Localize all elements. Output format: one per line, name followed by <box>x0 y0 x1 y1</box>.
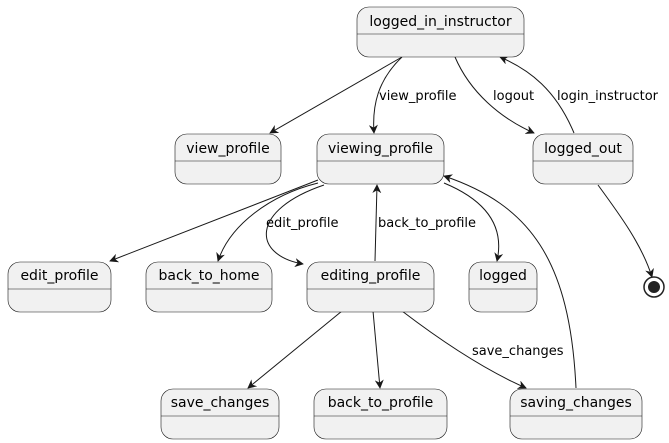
label-edit-profile: edit_profile <box>266 216 339 231</box>
label-save-changes: save_changes <box>472 344 564 359</box>
state-logged-in-instructor: logged_in_instructor <box>356 6 525 58</box>
edge-instructor-to-view-profile <box>269 56 403 134</box>
edge-editing-to-saving-changes <box>401 310 527 389</box>
transitions <box>109 56 654 389</box>
transition-labels: view_profile logout login_instructor edi… <box>266 89 659 359</box>
state-logged: logged <box>468 261 538 313</box>
state-label: logged <box>479 268 527 284</box>
edge-saving-to-viewing-profile <box>443 174 577 389</box>
state-back-to-home: back_to_home <box>145 261 273 313</box>
edge-editing-to-viewing-profile <box>372 184 382 262</box>
state-label: save_changes <box>171 395 270 411</box>
edge-viewing-to-back-to-home <box>216 182 319 262</box>
edge-logged-out-to-final <box>597 184 654 278</box>
edge-viewing-to-edit-profile <box>109 179 319 263</box>
label-view-profile: view_profile <box>379 89 457 104</box>
edge-viewing-to-logged <box>443 182 504 262</box>
state-label: editing_profile <box>321 268 421 284</box>
state-label: view_profile <box>186 141 269 157</box>
label-login-instructor: login_instructor <box>557 89 659 104</box>
state-label: logged_out <box>544 141 622 157</box>
state-label: back_to_profile <box>328 395 434 411</box>
state-label: back_to_home <box>158 268 259 284</box>
state-saving-changes: saving_changes <box>509 388 643 440</box>
state-back-to-profile: back_to_profile <box>313 388 448 440</box>
state-label: edit_profile <box>20 268 98 284</box>
state-logged-out: logged_out <box>532 133 634 185</box>
label-back-to-profile: back_to_profile <box>378 216 476 231</box>
state-viewing-profile: viewing_profile <box>316 133 445 185</box>
edge-editing-to-back-to-profile <box>372 310 384 389</box>
state-save-changes: save_changes <box>160 388 280 440</box>
edge-logged-out-to-instructor <box>499 56 575 134</box>
edge-editing-to-save-changes <box>247 310 343 389</box>
edge-instructor-to-viewing-profile <box>368 56 403 134</box>
state-view-profile: view_profile <box>174 133 282 185</box>
label-logout: logout <box>493 89 534 104</box>
state-label: viewing_profile <box>328 141 433 157</box>
edge-viewing-to-editing-profile <box>266 184 325 268</box>
final-state-icon <box>643 276 665 298</box>
state-editing-profile: editing_profile <box>306 261 435 313</box>
state-edit-profile: edit_profile <box>7 261 112 313</box>
states: logged_in_instructor view_profile viewin… <box>7 6 665 440</box>
edge-instructor-to-logged-out <box>454 56 535 134</box>
state-label: logged_in_instructor <box>369 14 511 30</box>
state-label: saving_changes <box>520 395 632 411</box>
